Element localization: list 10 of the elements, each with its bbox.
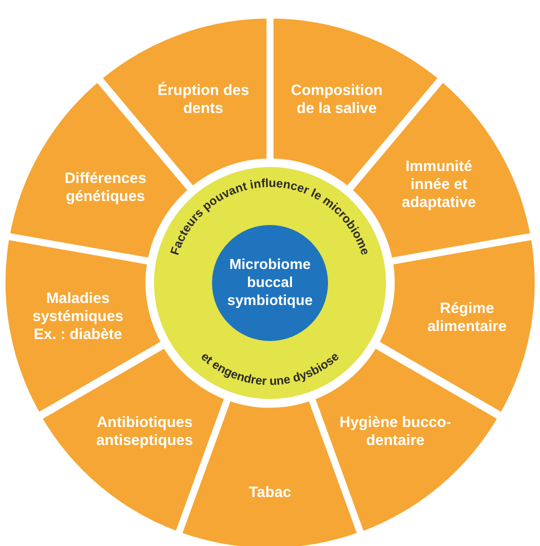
factor-label: Composition de la salive [290, 82, 384, 118]
factor-label: Régime alimentaire [426, 300, 508, 336]
factor-label: Maladies systémiques Ex. : diabète [32, 290, 124, 344]
factor-label: Antibiotiques antiseptiques [95, 414, 194, 450]
factor-label: Hygiène bucco-dentaire [338, 414, 452, 450]
factor-label: Immunité innée et adaptative [400, 158, 477, 212]
factor-label: Différences génétiques [64, 170, 148, 206]
factor-label: Tabac [248, 484, 292, 502]
factor-label: Éruption des dents [156, 82, 250, 118]
center-title: Microbiome buccal symbiotique [226, 256, 314, 310]
